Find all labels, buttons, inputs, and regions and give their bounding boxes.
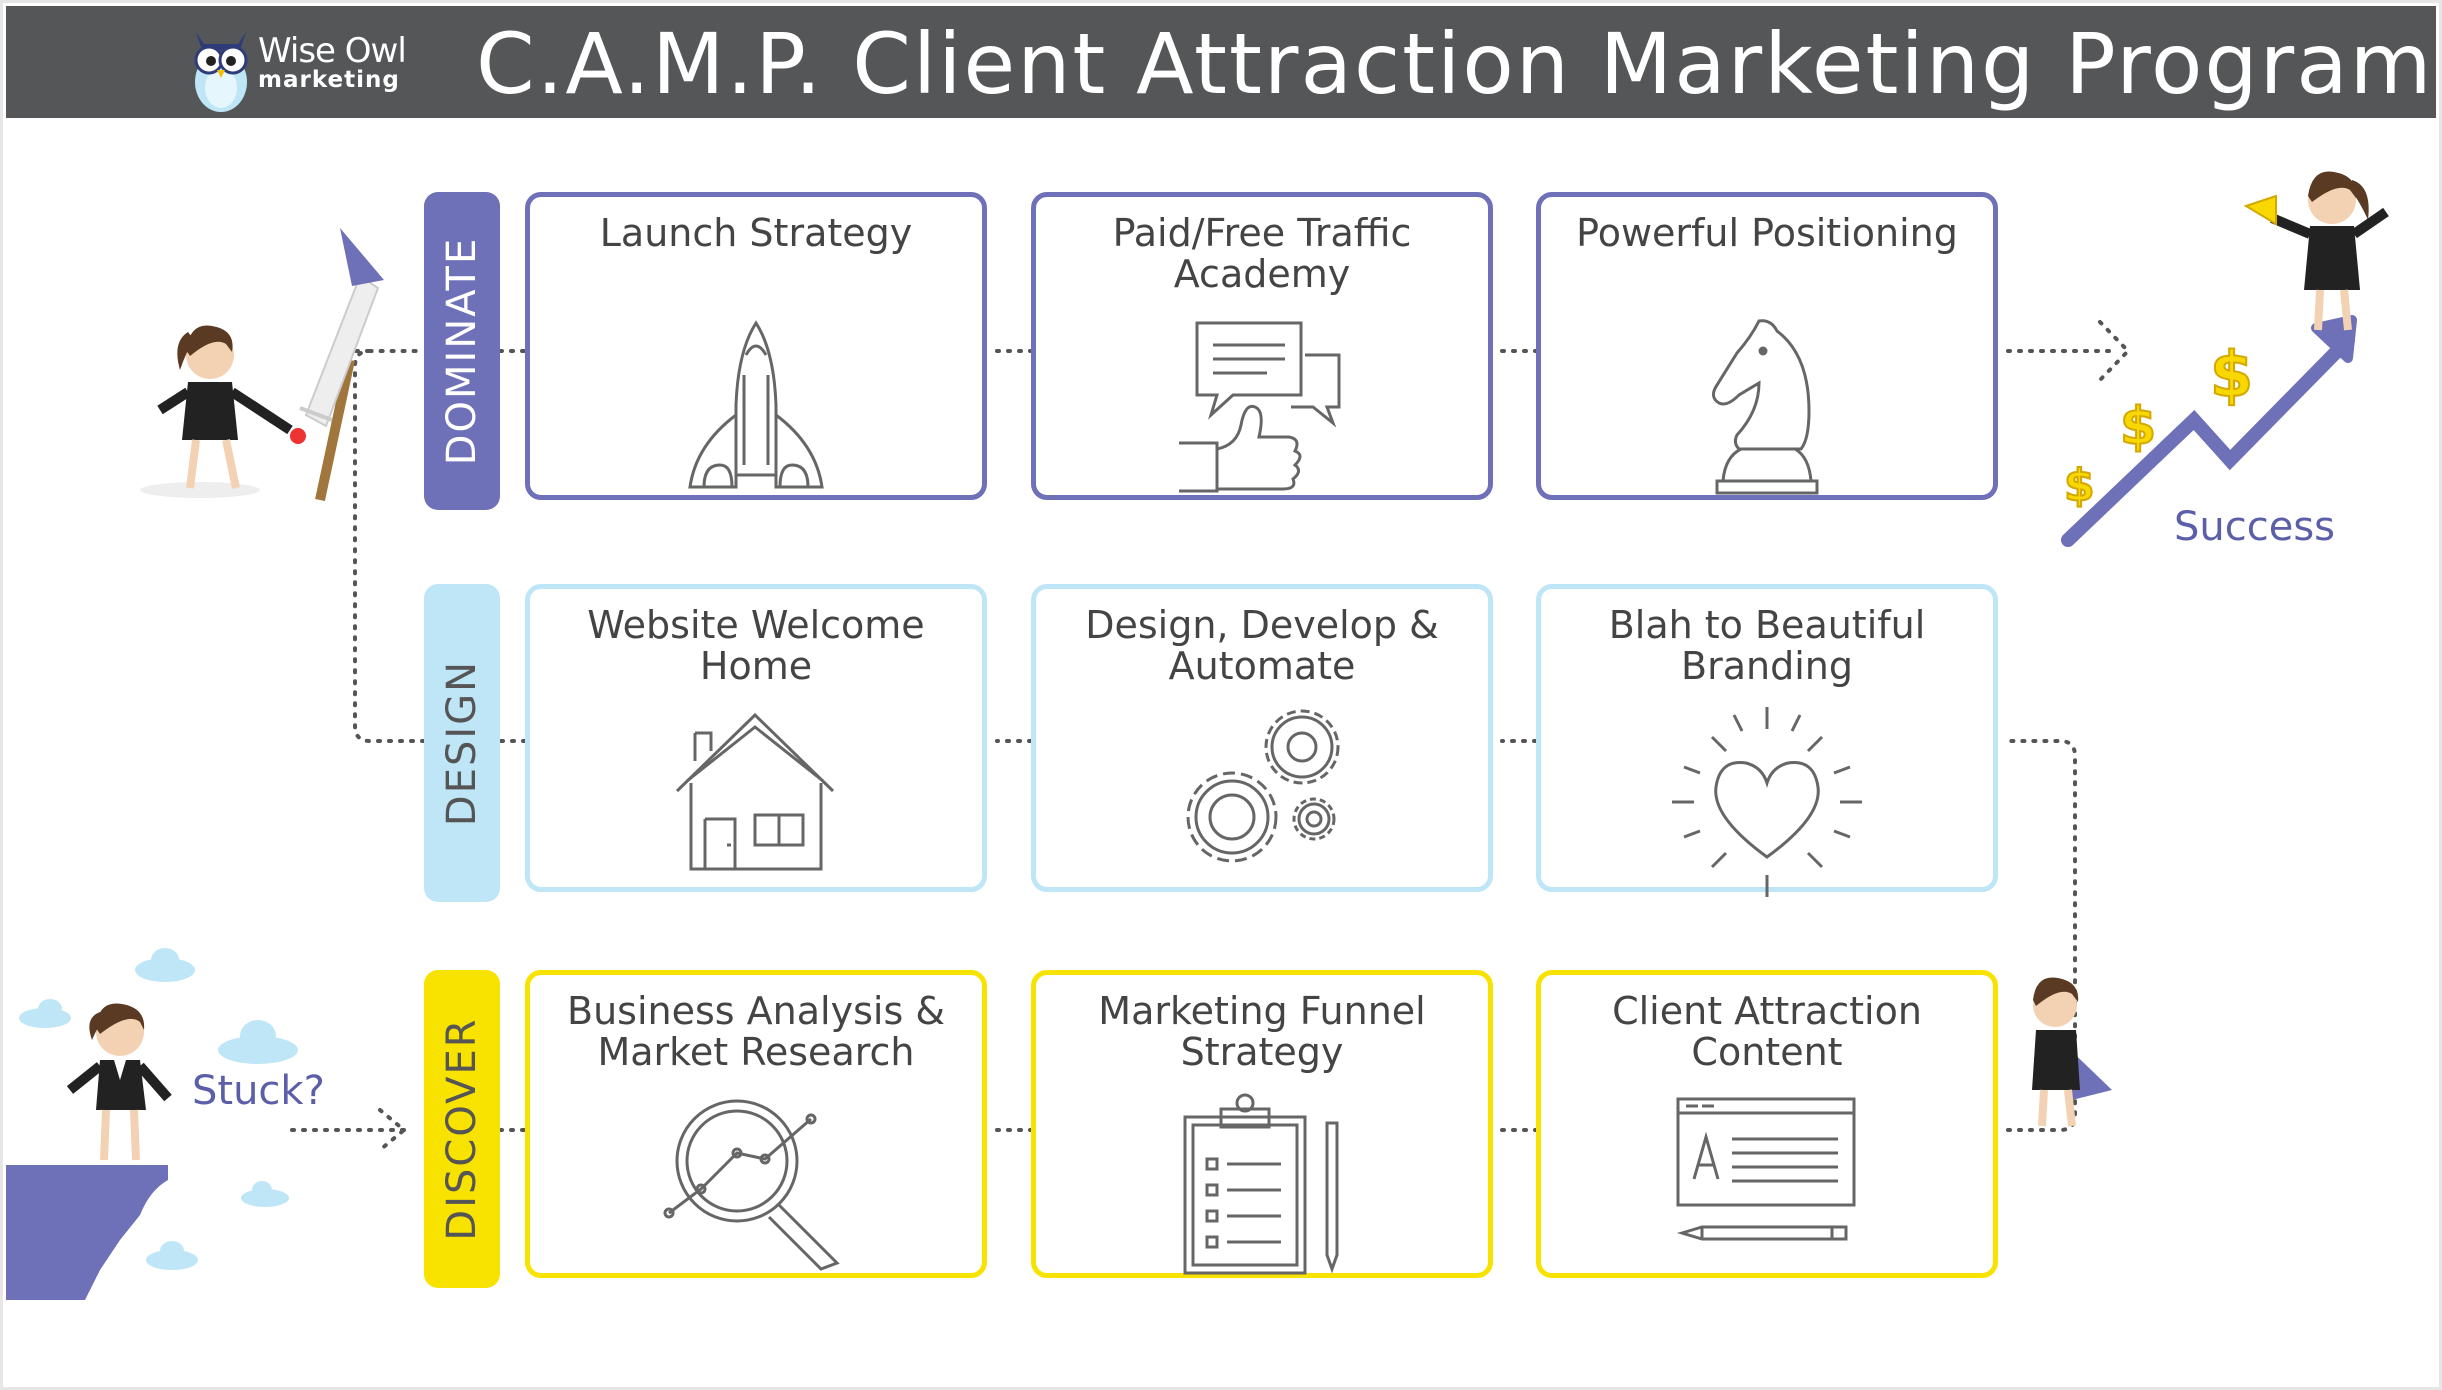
success-growth-arrow (2061, 315, 2357, 547)
logo-wordmark: Wise Owl (258, 31, 407, 71)
band-dominate: DOMINATE (424, 192, 500, 510)
band-design: DESIGN (424, 584, 500, 902)
svg-text:$: $ (2210, 338, 2253, 411)
arrowhead (2098, 320, 2131, 382)
card-business-analysis-market-research[interactable]: Business Analysis & Market Research (525, 970, 987, 1278)
card-marketing-funnel-strategy[interactable]: Marketing Funnel Strategy (1031, 970, 1493, 1278)
card-title: Blah to Beautiful Branding (1608, 603, 1926, 688)
band-label: DISCOVER (439, 1017, 485, 1241)
card-client-attraction-content[interactable]: Client Attraction Content (1536, 970, 1998, 1278)
connector-line (353, 349, 426, 743)
card-title: Client Attraction Content (1612, 989, 1922, 1074)
card-website-welcome-home[interactable]: Website Welcome Home (525, 584, 987, 892)
thumbs-up-chat-icon (1179, 321, 1341, 493)
header-bar: Wise Owl marketing C.A.M.P. Client Attra… (6, 6, 2436, 118)
svg-text:$: $ (2120, 397, 2156, 457)
stuck-annotation: Stuck? (192, 1068, 325, 1114)
cliff-illustration (6, 1165, 168, 1300)
businesswoman-lighting-illustration (140, 325, 306, 498)
clipboard-icon (1183, 1093, 1339, 1275)
band-label: DESIGN (439, 659, 485, 827)
cloud-icon (19, 948, 298, 1270)
rocket-icon (688, 320, 824, 489)
businesswoman-hero-illustration (2032, 977, 2112, 1127)
band-label: DOMINATE (439, 236, 485, 466)
dollar-sign-icon: $ $ $ (2063, 337, 2254, 512)
card-blah-to-beautiful-branding[interactable]: Blah to Beautiful Branding (1536, 584, 1998, 897)
card-title: Business Analysis & Market Research (567, 989, 945, 1074)
card-title: Launch Strategy (599, 211, 913, 255)
document-pencil-icon (1676, 1097, 1856, 1241)
company-logo: Wise Owl marketing (188, 22, 428, 114)
card-powerful-positioning[interactable]: Powerful Positioning (1536, 192, 1998, 500)
card-title: Powerful Positioning (1576, 211, 1958, 255)
shining-heart-icon (1672, 707, 1862, 897)
magnifier-chart-icon (663, 1099, 840, 1271)
firework-rocket-illustration (299, 228, 384, 502)
svg-text:$: $ (2064, 460, 2095, 511)
owl-icon (194, 32, 248, 112)
card-title: Website Welcome Home (587, 603, 925, 688)
band-discover: DISCOVER (424, 970, 500, 1288)
businesswoman-megaphone-illustration (2243, 171, 2389, 331)
card-paid-free-traffic-academy[interactable]: Paid/Free Traffic Academy (1031, 192, 1493, 500)
success-annotation: Success (2174, 504, 2336, 550)
logo-subtext: marketing (258, 67, 400, 93)
chess-knight-icon (1712, 319, 1819, 495)
card-title: Marketing Funnel Strategy (1098, 989, 1426, 1074)
card-launch-strategy[interactable]: Launch Strategy (525, 192, 987, 500)
card-title: Design, Develop & Automate (1085, 603, 1439, 688)
businesswoman-illustration (66, 1003, 172, 1161)
arrowhead (378, 1108, 408, 1152)
connector-line (2006, 739, 2077, 1132)
page-title: C.A.M.P. Client Attraction Marketing Pro… (476, 15, 2434, 113)
house-icon (675, 712, 835, 871)
card-title: Paid/Free Traffic Academy (1112, 211, 1412, 296)
gears-icon (1186, 709, 1340, 863)
card-design-develop-automate[interactable]: Design, Develop & Automate (1031, 584, 1493, 892)
